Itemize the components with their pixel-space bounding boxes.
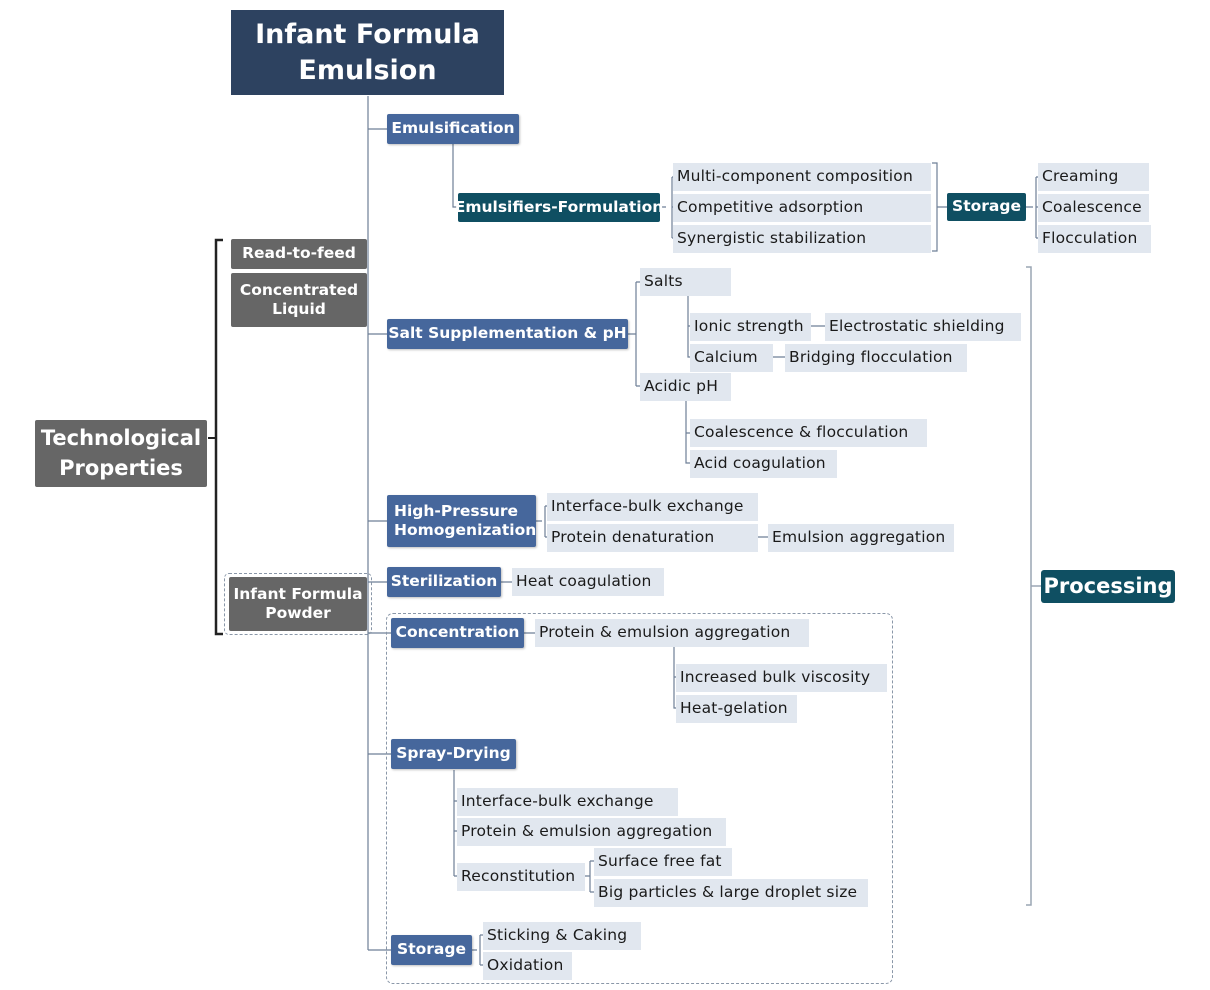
coalescence-flocculation-leaf: Coalescence & flocculation — [690, 419, 927, 447]
spray-drying-label: Spray-Drying — [396, 744, 511, 763]
emulsifiers-formulation-label: Emulsifiers-Formulation — [454, 197, 664, 216]
leaf-label: Big particles & large droplet size — [598, 883, 858, 902]
leaf-label: Protein & emulsion aggregation — [461, 822, 713, 841]
leaf-label: Sticking & Caking — [487, 926, 628, 945]
leaf-label: Heat-gelation — [680, 699, 788, 718]
sticking-caking-leaf: Sticking & Caking — [483, 922, 641, 950]
leaf-label: Surface free fat — [598, 852, 722, 871]
leaf-label: Creaming — [1042, 167, 1119, 186]
interface-bulk-exchange-leaf: Interface-bulk exchange — [547, 493, 758, 521]
infant-formula-powder-node: Infant Formula Powder — [229, 577, 367, 631]
leaf-label: Electrostatic shielding — [829, 317, 1005, 336]
multi-component-composition-leaf: Multi-component composition — [673, 163, 931, 191]
powder-processing-group — [386, 613, 893, 984]
flocculation-leaf: Flocculation — [1038, 225, 1151, 253]
coalescence-leaf: Coalescence — [1038, 194, 1149, 222]
leaf-label: Salts — [644, 272, 683, 291]
powder-storage-node: Storage — [391, 935, 472, 965]
leaf-label: Bridging flocculation — [789, 348, 953, 367]
leaf-label: Flocculation — [1042, 229, 1138, 248]
leaf-label: Acidic pH — [644, 377, 719, 396]
bridging-flocculation-leaf: Bridging flocculation — [785, 344, 967, 372]
root-label: Infant Formula Emulsion — [255, 18, 480, 86]
powder-storage-label: Storage — [397, 940, 466, 959]
oxidation-leaf: Oxidation — [483, 952, 572, 980]
leaf-label: Oxidation — [487, 956, 564, 975]
acid-coagulation-leaf: Acid coagulation — [690, 450, 837, 478]
creaming-leaf: Creaming — [1038, 163, 1149, 191]
heat-coagulation-leaf: Heat coagulation — [512, 568, 664, 596]
leaf-label: Emulsion aggregation — [772, 528, 946, 547]
concentrated-liquid-node: Concentrated Liquid — [231, 273, 367, 327]
electrostatic-shielding-leaf: Electrostatic shielding — [825, 313, 1021, 341]
increased-bulk-viscosity-leaf: Increased bulk viscosity — [676, 664, 887, 692]
leaf-label: Interface-bulk exchange — [551, 497, 744, 516]
root-node: Infant Formula Emulsion — [231, 10, 504, 95]
leaf-label: Coalescence — [1042, 198, 1142, 217]
leaf-label: Protein & emulsion aggregation — [539, 623, 791, 642]
reconstitution-leaf: Reconstitution — [457, 863, 585, 891]
protein-emulsion-aggregation-leaf: Protein & emulsion aggregation — [535, 619, 809, 647]
emulsification-label: Emulsification — [391, 119, 515, 138]
calcium-leaf: Calcium — [690, 344, 773, 372]
processing-label: Processing — [1043, 574, 1173, 599]
emulsion-storage-node: Storage — [947, 193, 1026, 221]
heat-gelation-leaf: Heat-gelation — [676, 695, 797, 723]
emulsification-node: Emulsification — [387, 114, 519, 144]
sterilization-node: Sterilization — [387, 567, 501, 597]
sterilization-label: Sterilization — [390, 572, 498, 591]
synergistic-stabilization-leaf: Synergistic stabilization — [673, 225, 931, 253]
leaf-label: Interface-bulk exchange — [461, 792, 654, 811]
read-to-feed-label: Read-to-feed — [242, 244, 356, 263]
leaf-label: Competitive adsorption — [677, 198, 864, 217]
technological-properties-label: Technological Properties — [40, 426, 202, 480]
big-particles-leaf: Big particles & large droplet size — [594, 879, 868, 907]
concentrated-liquid-label: Concentrated Liquid — [239, 280, 359, 318]
concentration-label: Concentration — [395, 623, 520, 642]
surface-free-fat-leaf: Surface free fat — [594, 848, 732, 876]
powder-group-outline — [224, 573, 372, 635]
leaf-label: Coalescence & flocculation — [694, 423, 909, 442]
spray-protein-emulsion-aggregation-leaf: Protein & emulsion aggregation — [457, 818, 726, 846]
leaf-label: Acid coagulation — [694, 454, 826, 473]
read-to-feed-node: Read-to-feed — [231, 239, 367, 269]
homogenization-label: High-Pressure Homogenization — [394, 501, 537, 539]
ionic-strength-leaf: Ionic strength — [690, 313, 811, 341]
concentration-node: Concentration — [391, 618, 524, 648]
emulsion-storage-label: Storage — [952, 197, 1021, 216]
acidic-ph-leaf: Acidic pH — [640, 373, 731, 401]
leaf-label: Multi-component composition — [677, 167, 913, 186]
processing-node: Processing — [1041, 570, 1175, 603]
leaf-label: Protein denaturation — [551, 528, 715, 547]
leaf-label: Ionic strength — [694, 317, 804, 336]
spray-interface-bulk-exchange-leaf: Interface-bulk exchange — [457, 788, 678, 816]
salt-supplementation-label: Salt Supplementation & pH — [388, 324, 627, 343]
emulsion-aggregation-leaf: Emulsion aggregation — [768, 524, 954, 552]
spray-drying-node: Spray-Drying — [391, 739, 516, 769]
leaf-label: Synergistic stabilization — [677, 229, 867, 248]
salt-supplementation-node: Salt Supplementation & pH — [387, 319, 628, 349]
competitive-adsorption-leaf: Competitive adsorption — [673, 194, 931, 222]
leaf-label: Heat coagulation — [516, 572, 652, 591]
protein-denaturation-leaf: Protein denaturation — [547, 524, 758, 552]
technological-properties-node: Technological Properties — [35, 420, 207, 487]
leaf-label: Increased bulk viscosity — [680, 668, 871, 687]
leaf-label: Calcium — [694, 348, 758, 367]
salts-leaf: Salts — [640, 268, 731, 296]
emulsifiers-formulation-node: Emulsifiers-Formulation — [455, 193, 663, 222]
homogenization-node: High-Pressure Homogenization — [387, 495, 536, 547]
leaf-label: Reconstitution — [461, 867, 576, 886]
infant-formula-powder-label: Infant Formula Powder — [233, 584, 363, 622]
